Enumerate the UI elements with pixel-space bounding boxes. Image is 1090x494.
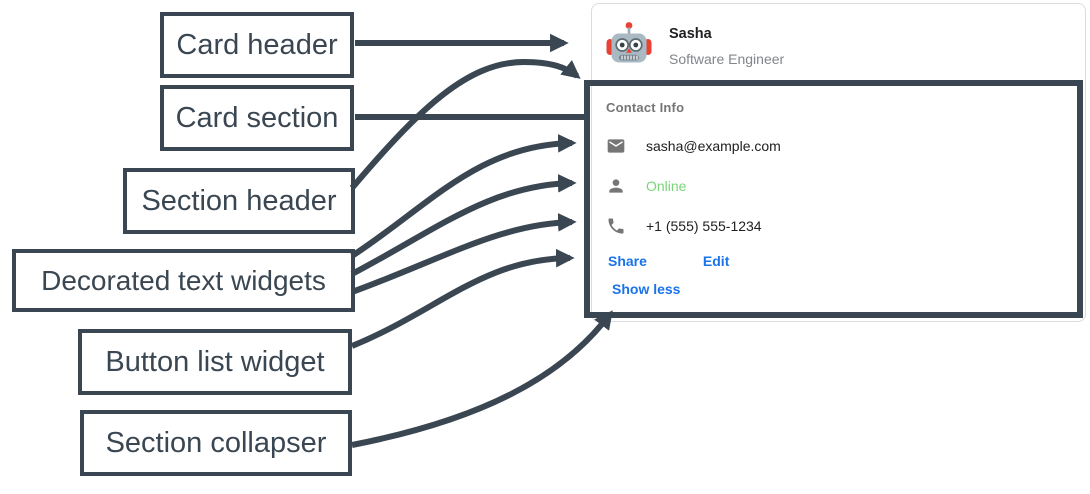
status-text: Online bbox=[646, 178, 687, 194]
phone-icon bbox=[608, 218, 624, 234]
share-button[interactable]: Share bbox=[608, 253, 647, 269]
arrow-button-list bbox=[350, 248, 575, 349]
label-decorated-text-widgets-text: Decorated text widgets bbox=[41, 264, 326, 296]
email-icon bbox=[607, 139, 625, 153]
label-card-section: Card section bbox=[160, 85, 354, 151]
contact-card: Sasha Software Engineer Contact Info sas… bbox=[591, 3, 1086, 322]
label-card-header-text: Card header bbox=[176, 28, 338, 61]
decorated-text-phone: +1 (555) 555-1234 bbox=[606, 215, 762, 237]
arrow-section-header bbox=[349, 58, 581, 190]
label-section-header-text: Section header bbox=[141, 184, 337, 217]
arrow-decorated-text-2 bbox=[350, 174, 577, 277]
button-list: Share Edit bbox=[608, 253, 729, 269]
label-button-list-widget-text: Button list widget bbox=[105, 345, 325, 378]
robot-avatar-icon bbox=[606, 22, 652, 63]
person-icon bbox=[609, 179, 623, 193]
edit-button[interactable]: Edit bbox=[702, 253, 730, 269]
decorated-text-email: sasha@example.com bbox=[606, 135, 781, 157]
arrow-section-collapser bbox=[351, 310, 613, 448]
card-subtitle: Software Engineer bbox=[669, 51, 785, 67]
label-card-section-text: Card section bbox=[175, 101, 339, 134]
card-title: Sasha bbox=[669, 26, 712, 42]
label-button-list-widget: Button list widget bbox=[78, 329, 352, 395]
section-header: Contact Info bbox=[606, 100, 685, 115]
arrow-decorated-text-3 bbox=[350, 213, 577, 295]
arrow-decorated-text-1 bbox=[350, 134, 577, 259]
card-header: Sasha Software Engineer bbox=[592, 4, 1085, 82]
decorated-text-status: Online bbox=[606, 175, 686, 197]
label-decorated-text-widgets: Decorated text widgets bbox=[12, 249, 355, 312]
email-text: sasha@example.com bbox=[646, 138, 781, 154]
label-section-collapser: Section collapser bbox=[80, 410, 352, 476]
label-section-header: Section header bbox=[123, 168, 355, 234]
section-collapser-button[interactable]: Show less bbox=[612, 281, 681, 297]
label-section-collapser-text: Section collapser bbox=[105, 426, 327, 459]
phone-text: +1 (555) 555-1234 bbox=[646, 218, 762, 234]
label-card-header: Card header bbox=[160, 12, 354, 78]
